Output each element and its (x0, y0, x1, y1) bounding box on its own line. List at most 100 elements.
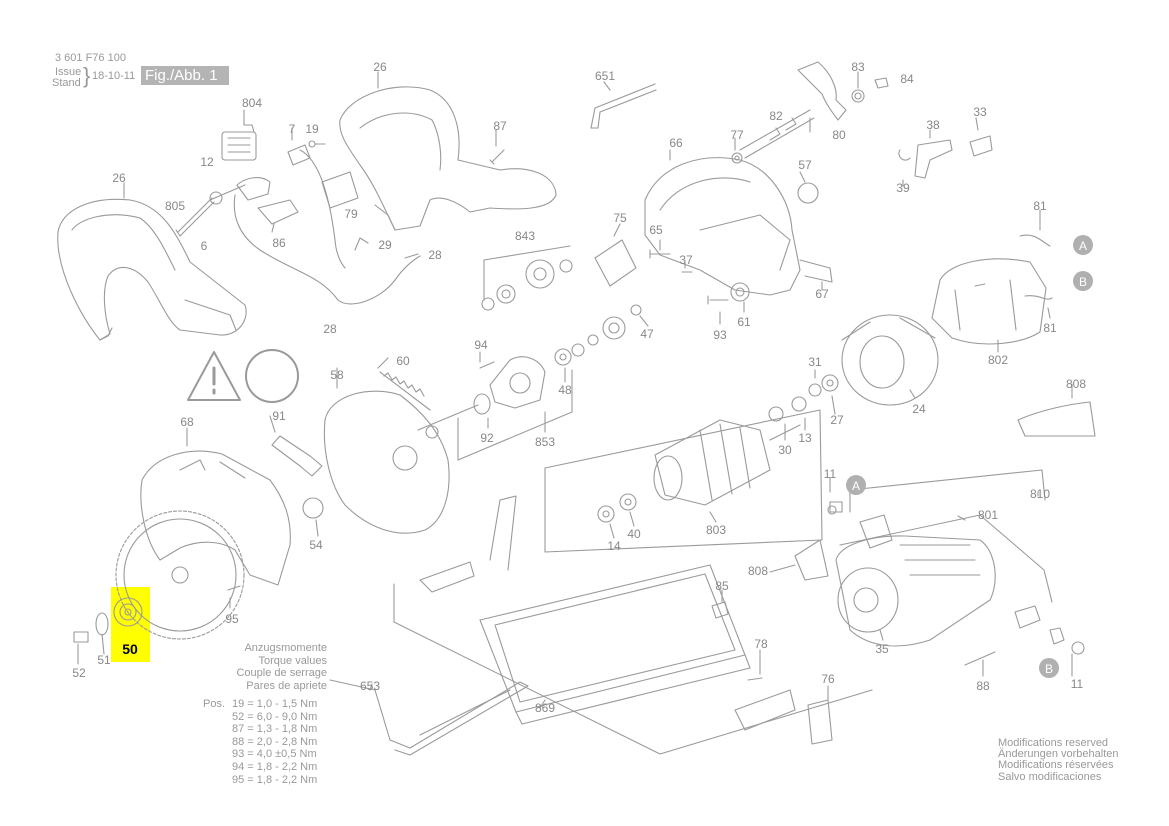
part-number-label: 33 (973, 105, 987, 119)
torque-row: 88 = 2,0 - 2,8 Nm (232, 735, 318, 748)
part-number-label: 81 (1043, 321, 1057, 335)
part-number-label: 29 (378, 238, 392, 252)
part-number-label: 805 (165, 199, 185, 213)
torque-row: 93 = 4,0 ±0,5 Nm (232, 748, 317, 761)
part-number-label: 75 (613, 211, 627, 225)
part-number: 3 601 F76 100 (55, 52, 126, 64)
part-number-label: 54 (309, 538, 323, 552)
part-number-label: 808 (1066, 377, 1086, 391)
connector-b-bottom (1039, 658, 1059, 678)
torque-pos-label: Pos. (203, 698, 226, 710)
part-number-label: 91 (272, 409, 286, 423)
modifications-line: Modifications réservées (998, 759, 1114, 772)
part-number-label: 28 (323, 322, 337, 336)
issue-label: Issue (55, 66, 82, 78)
part-number-label: 31 (808, 355, 822, 369)
torque-values-list: 19 = 1,0 - 1,5 Nm 52 = 6,0 - 9,0 Nm 87 =… (232, 698, 317, 786)
modifications-line: Änderungen vorbehalten (998, 748, 1119, 761)
part-number-label: 81 (1033, 199, 1047, 213)
connector-b-top (1073, 271, 1093, 291)
torque-row: 94 = 1,8 - 2,2 Nm (232, 760, 318, 773)
part-number-label: 93 (713, 328, 727, 342)
part-number-label: 26 (112, 171, 126, 185)
part-number-label: 84 (900, 72, 914, 86)
part-number-label: 19 (305, 122, 319, 136)
issue-date: 18-10-11 (92, 70, 136, 82)
torque-row: 95 = 1,8 - 2,2 Nm (232, 773, 318, 786)
connector-b-label: B (1079, 275, 1087, 289)
part-number-label: 82 (769, 109, 783, 123)
torque-row: 87 = 1,3 - 1,8 Nm (232, 723, 318, 736)
connector-a-label: A (1079, 239, 1087, 253)
part-number-label: 810 (1030, 487, 1050, 501)
part-number-label: 869 (535, 701, 555, 715)
part-number-label: 28 (428, 248, 442, 262)
modifications-notice: Modifications reserved Änderungen vorbeh… (998, 737, 1119, 783)
part-number-label: 26 (373, 60, 387, 74)
part-number-label: 80 (832, 128, 846, 142)
part-number-label: 7 (289, 122, 296, 136)
part-number-label: 47 (640, 327, 654, 341)
brace: } (83, 63, 91, 88)
connector-a-label: A (852, 479, 860, 493)
part-number-label: 60 (396, 354, 410, 368)
part-number-label: 85 (715, 579, 729, 593)
part-number-label: 86 (272, 236, 286, 250)
part-number-label: 67 (815, 287, 829, 301)
part-number-label: 94 (474, 338, 488, 352)
torque-heading-de: Anzugsmomente (244, 642, 327, 654)
connector-b-label: B (1045, 662, 1053, 676)
part-number-label: 37 (679, 253, 693, 267)
part-number-label: 83 (851, 60, 865, 74)
modifications-line: Modifications reserved (998, 737, 1109, 749)
part-number-label: 12 (200, 155, 214, 169)
highlight-part-50 (111, 587, 150, 662)
part-number-label: 52 (72, 666, 86, 680)
part-number-label: 808 (748, 564, 768, 578)
part-number-label: 802 (988, 353, 1008, 367)
part-number-label: 843 (515, 229, 535, 243)
torque-heading-es: Pares de apriete (246, 679, 327, 692)
part-number-label: 76 (821, 672, 835, 686)
part-number-label: 653 (360, 679, 380, 693)
torque-row: 52 = 6,0 - 9,0 Nm (232, 710, 318, 723)
part-number-label: 11 (824, 467, 837, 481)
part-number-label: 35 (875, 642, 889, 656)
part-number-label: 88 (976, 679, 990, 693)
part-number-label: 87 (493, 119, 507, 133)
highlighted-part-number: 50 (122, 641, 138, 657)
part-number-label: 30 (778, 443, 792, 457)
part-number-label: 79 (344, 207, 358, 221)
torque-row: 19 = 1,0 - 1,5 Nm (232, 698, 318, 710)
part-number-label: 58 (330, 368, 344, 382)
connector-a-top (1073, 235, 1093, 255)
part-number-label: 77 (730, 128, 744, 142)
part-number-label: 14 (607, 539, 621, 553)
part-number-label: 92 (480, 431, 494, 445)
connector-markers: A B A B (846, 235, 1093, 678)
part-number-label: 6 (201, 239, 208, 253)
figure-label: Fig./Abb. 1 (141, 66, 229, 85)
part-number-label: 801 (978, 508, 998, 522)
part-number-label: 11 (1071, 677, 1084, 691)
part-number-label: 95 (225, 612, 239, 626)
part-number-label: 38 (926, 118, 940, 132)
part-number-label: 39 (896, 181, 910, 195)
part-number-label: 651 (595, 69, 615, 83)
connector-a-bottom (846, 475, 866, 495)
stand-label: Stand (52, 77, 81, 89)
part-numbers: 26 26 804 7 19 87 12 805 6 86 79 29 28 2… (72, 60, 1086, 715)
part-number-label: 65 (649, 223, 663, 237)
part-number-label: 57 (798, 158, 812, 172)
part-number-label: 51 (97, 653, 111, 667)
part-number-label: 40 (627, 527, 641, 541)
part-number-label: 68 (180, 415, 194, 429)
part-number-label: 27 (830, 413, 844, 427)
part-number-label: 24 (912, 402, 926, 416)
torque-headings: Anzugsmomente Torque values Couple de se… (200, 642, 327, 692)
part-number-label: 803 (706, 523, 726, 537)
part-number-label: 853 (535, 435, 555, 449)
part-number-label: 13 (798, 431, 812, 445)
